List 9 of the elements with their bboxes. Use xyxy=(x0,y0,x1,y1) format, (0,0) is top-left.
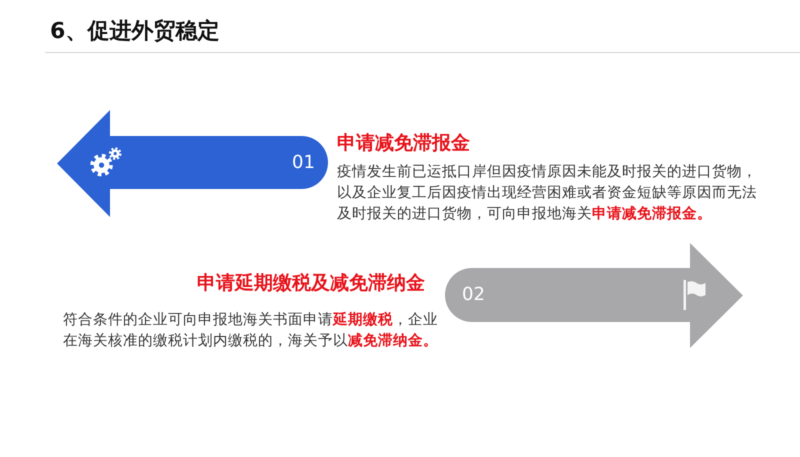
step-number: 02 xyxy=(462,284,485,306)
section-heading: 申请延期缴税及减免滞纳金 xyxy=(197,271,425,295)
step-number: 01 xyxy=(292,152,315,174)
body-text: 疫情发生前已运抵口岸但因疫情原因未能及时报关的进口货物，以及企业复工后因疫情出现经营困难或者资金短缺等原因而无法及时报关的进口货物，可向申报地海关申请减免滞报金。 xyxy=(337,162,758,224)
body-text: 符合条件的企业可向申报地海关书面申请延期缴税，企业在海关核准的缴税计划内缴税的，海关予以减免滞纳金。 xyxy=(63,310,439,351)
section-heading: 申请减免滞报金 xyxy=(337,131,470,155)
page-title: 6、促进外贸稳定 xyxy=(50,18,220,46)
arrow-shape xyxy=(57,110,328,217)
arrow-shape xyxy=(445,243,743,348)
